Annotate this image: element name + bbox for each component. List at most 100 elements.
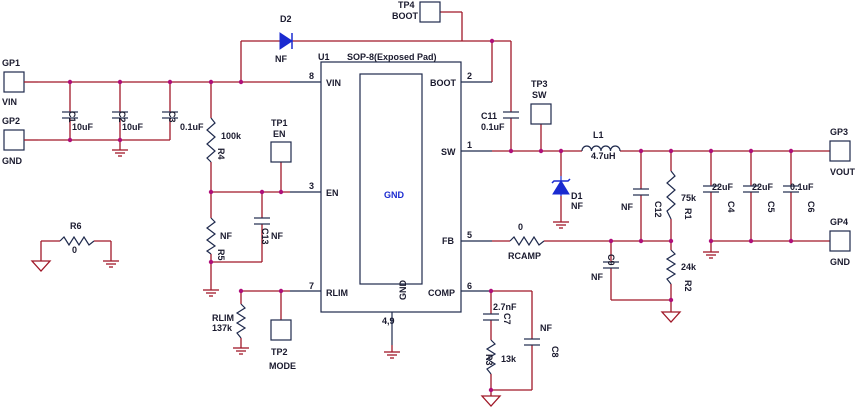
r1-value: 75k [681, 193, 697, 203]
pin-boot-name: BOOT [430, 78, 457, 88]
pin-rlim-num: 7 [309, 281, 314, 291]
pin-gnd-num: 4,9 [382, 316, 395, 326]
pin-comp-num: 6 [467, 281, 472, 291]
r3-ref: R3 [484, 354, 494, 366]
gp4-pad[interactable] [829, 230, 851, 252]
rcamp-ref: RCAMP [508, 251, 541, 261]
diode-d2 [279, 32, 293, 50]
rlim-ref: RLIM [212, 313, 234, 323]
c6-value: 0.1uF [790, 182, 814, 192]
c5-value: 22uF [752, 182, 774, 192]
tp1-ref: TP1 [271, 118, 288, 128]
gp1-net: VIN [2, 97, 17, 107]
gp2-net: GND [2, 156, 23, 166]
d2-ref: D2 [280, 14, 292, 24]
c12-value: NF [621, 202, 633, 212]
r6-ref: R6 [70, 221, 82, 231]
c1-ref: C1 [67, 111, 77, 123]
c9-value: NF [591, 272, 603, 282]
r3-value: 13k [501, 354, 517, 364]
gp4-net: GND [830, 257, 851, 267]
pin-en-name: EN [326, 188, 339, 198]
c13-value: NF [271, 231, 283, 241]
tp4-ref: TP4 [398, 0, 415, 10]
r2-ref: R2 [683, 280, 693, 292]
pin-gnd-name: GND [398, 280, 408, 301]
tp1-pad[interactable] [270, 141, 292, 163]
ic-exposed-pad [359, 73, 423, 285]
c3-ref: C3 [167, 111, 177, 123]
test-points [3, 1, 851, 341]
ic-u1-body [320, 61, 462, 313]
pin-comp-name: COMP [428, 288, 455, 298]
d2-value: NF [275, 54, 287, 64]
c2-value: 10uF [122, 122, 144, 132]
gp2-pad[interactable] [3, 129, 25, 151]
c9-ref: C9 [606, 254, 616, 266]
r1-ref: R1 [683, 208, 693, 220]
inductor-l1 [581, 145, 621, 152]
c5-ref: C5 [766, 201, 776, 213]
diode-d1 [552, 180, 570, 195]
c7-ref: C7 [502, 313, 512, 325]
tp2-pad[interactable] [270, 319, 292, 341]
r4-ref: R4 [216, 148, 226, 160]
pin-fb-num: 5 [467, 230, 472, 240]
pin-rlim-name: RLIM [326, 288, 348, 298]
tp3-ref: TP3 [531, 79, 548, 89]
c8-value: NF [540, 323, 552, 333]
gp4-ref: GP4 [830, 217, 848, 227]
pin-en-num: 3 [309, 181, 314, 191]
r5-ref: R5 [216, 249, 226, 261]
d1-value: NF [571, 201, 583, 211]
c4-ref: C4 [726, 201, 736, 213]
pin-sw-name: SW [441, 147, 456, 157]
c13-ref: C13 [260, 228, 270, 245]
tp4-pad[interactable] [419, 1, 441, 23]
r5-value: NF [220, 231, 232, 241]
pin-boot-num: 2 [467, 71, 472, 81]
l1-ref: L1 [593, 130, 604, 140]
tp2-net: MODE [269, 361, 296, 371]
ic-ref: U1 [318, 52, 330, 62]
r4-value: 100k [221, 131, 242, 141]
c6-ref: C6 [806, 201, 816, 213]
c3-value: 0.1uF [180, 122, 204, 132]
tp3-net: SW [532, 90, 547, 100]
l1-value: 4.7uH [591, 151, 616, 161]
c4-value: 22uF [712, 182, 734, 192]
c2-ref: C2 [117, 111, 127, 123]
c11-value: 0.1uF [481, 122, 505, 132]
pin-sw-num: 1 [467, 140, 472, 150]
rlim-value: 137k [212, 323, 233, 333]
d1-ref: D1 [571, 191, 583, 201]
c11-ref: C11 [481, 111, 497, 121]
capacitor-plates [62, 111, 799, 346]
tp2-ref: TP2 [271, 347, 288, 357]
c1-value: 10uF [72, 122, 94, 132]
ic-pad-label: GND [384, 190, 405, 200]
tp4-net: BOOT [392, 11, 419, 21]
pin-vin-num: 8 [309, 71, 314, 81]
gp3-net: VOUT [830, 167, 856, 177]
ground-symbols [30, 149, 719, 407]
c7-value: 2.7nF [493, 302, 517, 312]
pin-vin-name: VIN [326, 78, 341, 88]
resistor-zigzags [59, 117, 677, 375]
junction-dots [67, 38, 794, 393]
gp3-ref: GP3 [830, 127, 848, 137]
c12-ref: C12 [653, 201, 663, 218]
ic-package: SOP-8(Exposed Pad) [347, 52, 437, 62]
gp3-pad[interactable] [829, 140, 851, 162]
r2-value: 24k [681, 262, 697, 272]
wires [38, 11, 830, 396]
gp1-ref: GP1 [2, 58, 20, 68]
r6-value: 0 [72, 245, 77, 255]
tp3-pad[interactable] [530, 103, 552, 125]
pin-fb-name: FB [442, 236, 454, 246]
rcamp-value: 0 [518, 222, 523, 232]
gp2-ref: GP2 [2, 116, 20, 126]
tp1-net: EN [273, 129, 286, 139]
gp1-pad[interactable] [3, 71, 25, 93]
